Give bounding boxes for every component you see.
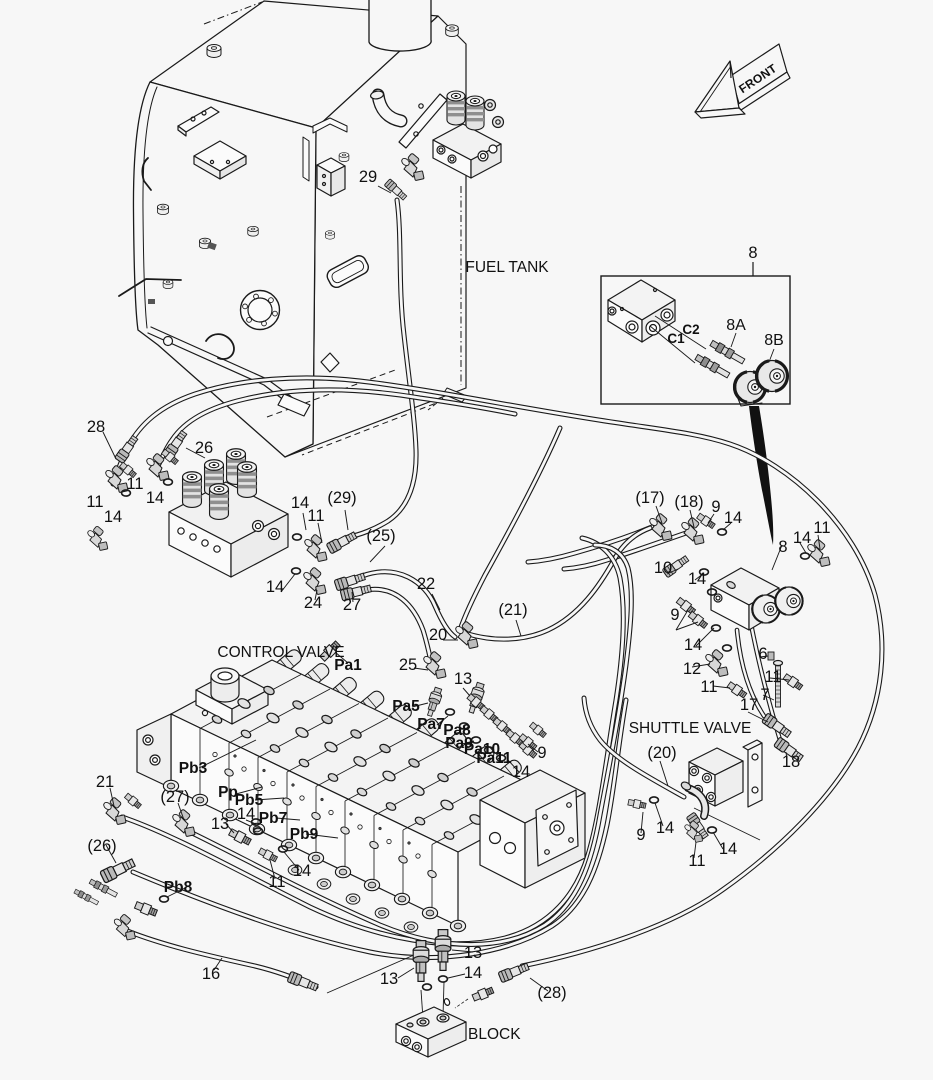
svg-text:C2: C2 xyxy=(682,322,699,337)
svg-text:Pa8: Pa8 xyxy=(443,722,471,739)
svg-text:11: 11 xyxy=(813,519,830,537)
svg-text:Pp: Pp xyxy=(218,784,238,801)
svg-text:Pa11: Pa11 xyxy=(476,750,512,767)
svg-text:Pb5: Pb5 xyxy=(235,792,264,809)
svg-text:10: 10 xyxy=(654,559,672,577)
svg-text:14: 14 xyxy=(688,570,706,588)
svg-text:18: 18 xyxy=(782,753,800,771)
svg-text:(28): (28) xyxy=(537,984,566,1002)
svg-text:(17): (17) xyxy=(635,489,664,507)
svg-text:Pb9: Pb9 xyxy=(290,826,319,843)
svg-text:25: 25 xyxy=(399,656,417,674)
svg-text:Pa5: Pa5 xyxy=(392,698,420,715)
svg-text:8: 8 xyxy=(778,538,787,556)
svg-text:27: 27 xyxy=(343,596,361,614)
svg-text:14: 14 xyxy=(793,529,811,547)
svg-text:11: 11 xyxy=(688,852,705,870)
svg-text:SHUTTLE VALVE: SHUTTLE VALVE xyxy=(629,720,752,737)
svg-text:13: 13 xyxy=(211,815,229,833)
svg-text:24: 24 xyxy=(304,594,322,612)
svg-text:BLOCK: BLOCK xyxy=(468,1026,521,1043)
svg-text:13: 13 xyxy=(464,944,482,962)
svg-text:(29): (29) xyxy=(327,489,356,507)
svg-text:14: 14 xyxy=(464,964,482,982)
svg-text:14: 14 xyxy=(684,636,702,654)
svg-text:(27): (27) xyxy=(160,788,189,806)
svg-text:Pb3: Pb3 xyxy=(179,760,208,777)
svg-text:FUEL TANK: FUEL TANK xyxy=(465,259,549,276)
svg-text:11: 11 xyxy=(126,475,143,493)
svg-text:12: 12 xyxy=(683,660,701,678)
svg-text:11: 11 xyxy=(86,493,103,511)
svg-text:13: 13 xyxy=(380,970,398,988)
svg-text:14: 14 xyxy=(293,862,311,880)
svg-text:(26): (26) xyxy=(87,837,116,855)
svg-text:14: 14 xyxy=(237,805,255,823)
svg-text:14: 14 xyxy=(104,508,122,526)
svg-text:6: 6 xyxy=(758,645,767,663)
svg-text:13: 13 xyxy=(454,670,472,688)
svg-text:Pa9: Pa9 xyxy=(445,735,473,752)
svg-text:22: 22 xyxy=(417,575,435,593)
svg-text:(21): (21) xyxy=(498,601,527,619)
svg-text:11: 11 xyxy=(268,873,285,891)
svg-text:8B: 8B xyxy=(764,332,784,349)
svg-text:Pa1: Pa1 xyxy=(334,657,362,674)
svg-text:14: 14 xyxy=(719,840,737,858)
svg-text:9: 9 xyxy=(711,498,720,516)
svg-text:7: 7 xyxy=(760,686,769,704)
svg-text:Pa7: Pa7 xyxy=(417,716,445,733)
svg-text:26: 26 xyxy=(195,439,213,457)
svg-text:Pb8: Pb8 xyxy=(164,879,193,896)
svg-text:9: 9 xyxy=(537,744,546,762)
svg-text:16: 16 xyxy=(202,965,220,983)
svg-text:(25): (25) xyxy=(366,527,395,545)
svg-text:8A: 8A xyxy=(726,317,746,334)
svg-text:11: 11 xyxy=(700,678,717,696)
svg-text:14: 14 xyxy=(724,509,742,527)
svg-text:8: 8 xyxy=(748,244,757,262)
svg-text:11: 11 xyxy=(307,507,324,525)
svg-text:(20): (20) xyxy=(647,744,676,762)
svg-text:9: 9 xyxy=(670,606,679,624)
svg-text:CONTROL VALVE: CONTROL VALVE xyxy=(217,644,344,661)
svg-text:11: 11 xyxy=(764,668,781,686)
svg-text:(18): (18) xyxy=(674,493,703,511)
svg-text:14: 14 xyxy=(656,819,674,837)
svg-text:28: 28 xyxy=(87,418,105,436)
svg-text:14: 14 xyxy=(266,578,284,596)
svg-text:20: 20 xyxy=(429,626,447,644)
svg-text:14: 14 xyxy=(512,763,530,781)
svg-text:Pb7: Pb7 xyxy=(259,810,287,827)
svg-text:C1: C1 xyxy=(667,331,685,346)
svg-text:17: 17 xyxy=(740,696,758,714)
svg-text:9: 9 xyxy=(636,826,645,844)
svg-text:21: 21 xyxy=(96,773,114,791)
svg-text:14: 14 xyxy=(146,489,164,507)
svg-text:Pa10: Pa10 xyxy=(464,741,500,758)
svg-text:14: 14 xyxy=(291,494,309,512)
svg-text:29: 29 xyxy=(359,168,377,186)
